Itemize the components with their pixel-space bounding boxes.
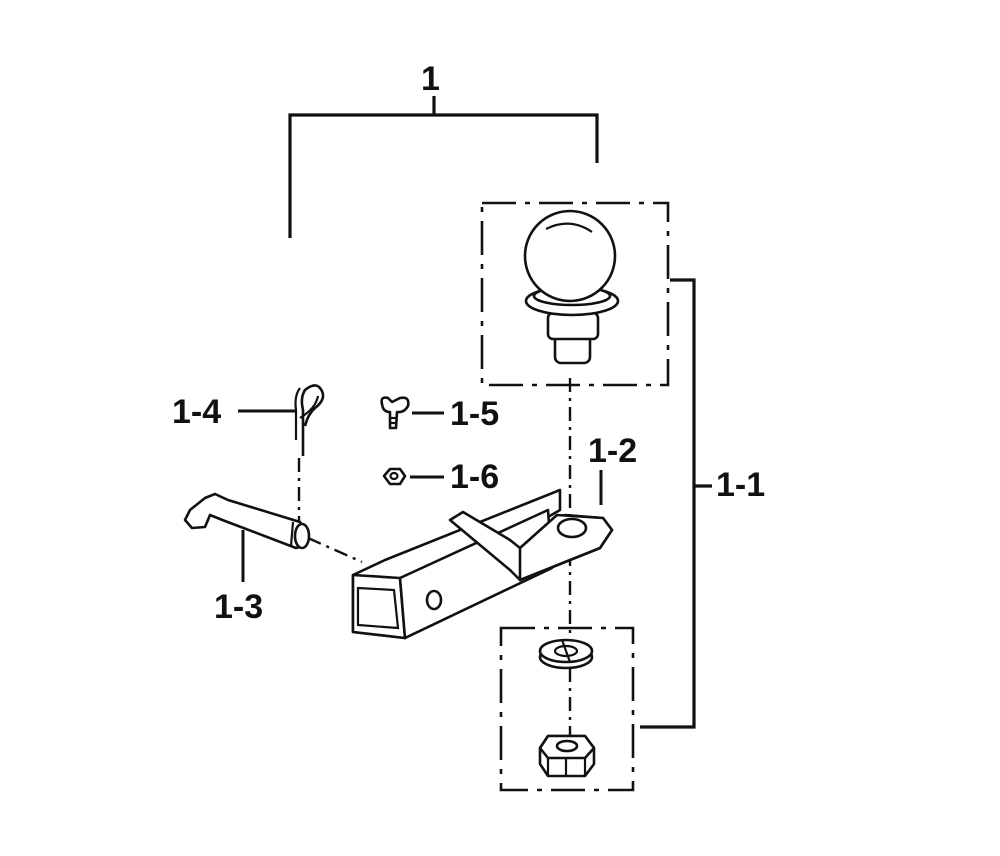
label-assembly: 1 [421, 60, 440, 98]
label-bolt: 1-5 [450, 395, 499, 433]
assembly-bracket [288, 96, 599, 238]
pin-centerline [307, 536, 363, 564]
lock-washer [538, 638, 594, 670]
label-ball-mount: 1-2 [588, 432, 637, 470]
ball-mount [351, 488, 614, 640]
label-hitch-pin: 1-3 [214, 588, 263, 626]
ball-group-box [480, 201, 670, 387]
small-nut [382, 467, 407, 486]
hitch-ball [523, 209, 620, 365]
nut-group-box [499, 626, 635, 792]
label-clip: 1-4 [172, 393, 221, 431]
hitch-clip [294, 384, 325, 456]
kit-bracket [640, 278, 712, 729]
hex-nut [538, 734, 596, 778]
label-ball-kit: 1-1 [716, 466, 765, 504]
wing-bolt [380, 396, 410, 430]
label-small-nut: 1-6 [450, 458, 499, 496]
hitch-pin [183, 492, 311, 550]
